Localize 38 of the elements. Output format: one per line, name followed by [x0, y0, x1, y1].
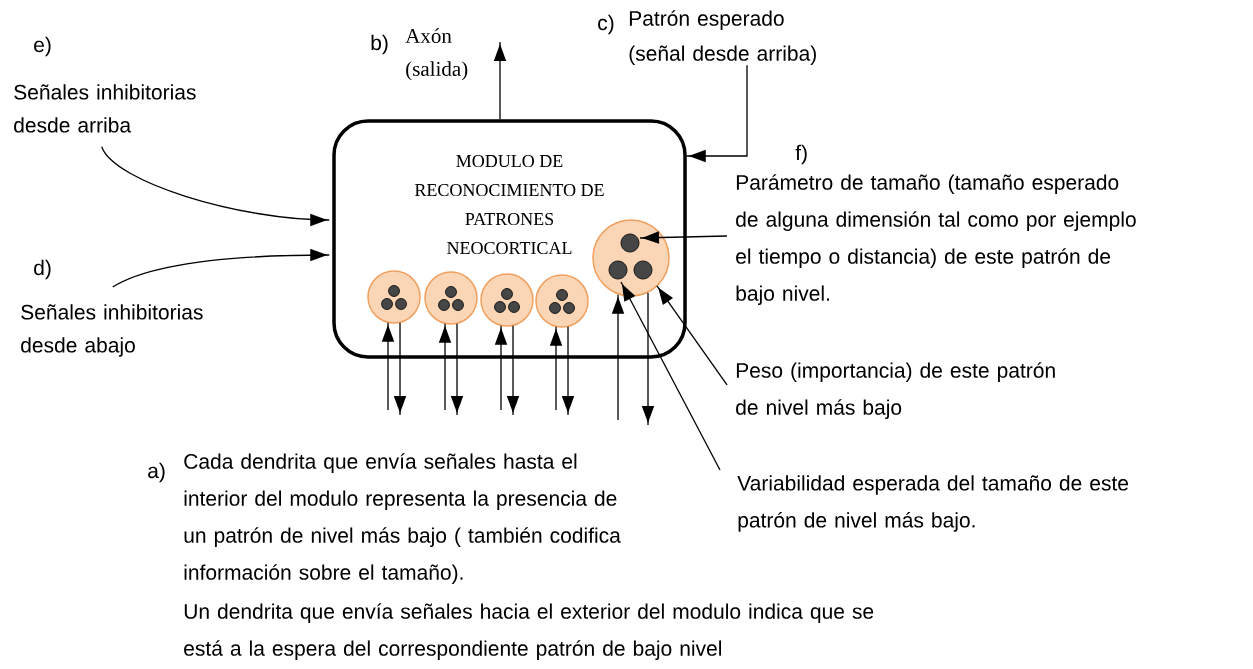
dot-cluster-circle [424, 271, 478, 325]
arrow [549, 326, 563, 411]
annotation-text: Parámetro de tamaño (tamaño esperado de alguna dimensión tal como por ejemplo el tiempo o distancia) de este patrón de bajo nivel. [736, 174, 1136, 305]
dot-cluster-circle [592, 219, 670, 297]
annotation-text: Variabilidad esperada del tamaño de este patrón de nivel más bajo. [737, 475, 1129, 532]
annotation-text: Señales inhibitorias desde abajo [21, 304, 203, 357]
item-letter: b) [371, 34, 388, 55]
annotation-text: Señales inhibitorias desde arriba [14, 84, 196, 133]
arrow [393, 322, 407, 416]
dot-cluster-circle [367, 270, 421, 324]
curved-arrow [112, 248, 330, 288]
item-letter: d) [34, 259, 51, 280]
module-box: MODULO DE RECONOCIMIENTO DE PATRONES NEOCORTICAL [332, 119, 687, 359]
curved-arrow [101, 146, 330, 227]
arrow [686, 64, 748, 163]
arrow [494, 325, 508, 411]
arrow [438, 323, 452, 411]
item-letter: f) [795, 144, 807, 165]
arrow [450, 323, 464, 416]
annotation-text: Peso (importancia) de este patrón de nivel más bajo [736, 362, 1055, 419]
description-text: Cada dendrita que envía señales hasta el interior del modulo representa la presencia de un patrón de nivel más bajo ( también codifica información sobre el tamaño). [184, 453, 621, 584]
item-letter: c) [598, 14, 614, 35]
dot-cluster-circle [480, 273, 534, 327]
arrow [493, 41, 507, 120]
arrow [656, 285, 728, 386]
arrow [639, 231, 728, 244]
annotation-text: Patrón esperado (señal desde arriba) [629, 10, 816, 65]
arrow [506, 325, 520, 416]
arrow [611, 294, 625, 421]
arrow [641, 292, 655, 426]
axon-label: Axón (salida) [405, 28, 468, 81]
arrow [561, 326, 575, 416]
item-letter: e) [34, 36, 51, 57]
arrow [381, 322, 395, 411]
dot-cluster-circle [535, 274, 589, 328]
description-text: Un dendrita que envía señales hacia el exterior del modulo indica que se está a la espera del correspondiente patrón de bajo nivel [184, 603, 874, 660]
item-letter: a) [148, 462, 165, 483]
arrow [620, 281, 721, 471]
